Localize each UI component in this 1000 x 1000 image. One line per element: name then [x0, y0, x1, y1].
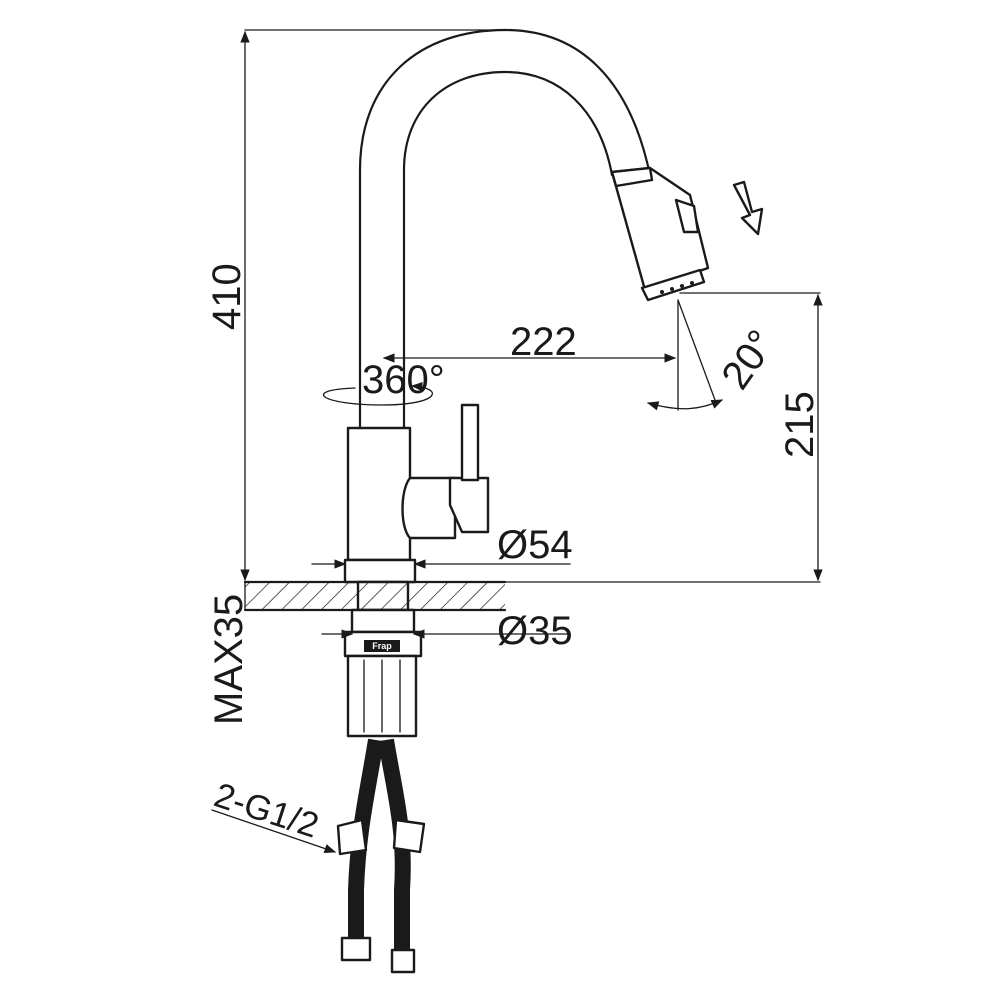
- countertop: [243, 580, 821, 612]
- dimension-label-max-thickness: MAX35: [207, 594, 251, 725]
- dimension-label-base-diameter: Ø54: [497, 523, 573, 567]
- dimension-label-height-total: 410: [205, 263, 249, 330]
- dimension-label-shank-diameter: Ø35: [497, 609, 573, 653]
- dimension-spray-angle: 20°: [646, 299, 784, 411]
- supply-hoses: [336, 738, 426, 974]
- dimension-height-total: 410: [205, 29, 506, 582]
- mounting-shank: Frap: [343, 580, 423, 738]
- nozzle-holes: [660, 281, 694, 294]
- dimension-label-hose-connection: 2-G1/2: [210, 776, 324, 846]
- flow-direction-arrow-icon: [732, 180, 764, 236]
- swivel-rotation-icon: [322, 381, 433, 406]
- dimension-shank-diameter: Ø35: [321, 609, 573, 653]
- spray-head: [610, 166, 710, 302]
- dimension-spout-height: 215: [679, 292, 823, 582]
- dimension-reach: 222: [382, 320, 677, 364]
- dimension-label-reach: 222: [510, 320, 577, 364]
- dimension-hose-connection: 2-G1/2: [210, 776, 337, 854]
- brand-mark: Frap: [372, 641, 392, 651]
- dimension-label-swivel: 360°: [362, 358, 445, 402]
- dimension-max-thickness: MAX35: [207, 581, 251, 725]
- dimension-label-spout-height: 215: [778, 391, 822, 458]
- faucet-body: [343, 403, 490, 584]
- dimension-label-spray-angle: 20°: [713, 322, 784, 397]
- dimension-base-diameter: Ø54: [311, 523, 573, 569]
